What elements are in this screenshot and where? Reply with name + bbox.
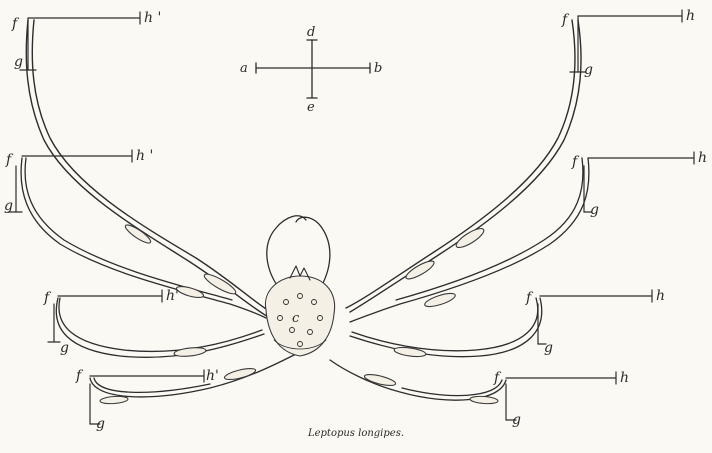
compass-label-d: d (307, 25, 315, 40)
compass-label-a: a (240, 61, 248, 76)
label-f-right-2: f (571, 154, 580, 170)
label-g-left-2: g (4, 198, 13, 214)
bracket-right-2: f g h (571, 150, 707, 218)
label-f-left-1: f (11, 16, 20, 32)
label-g-left-1: g (14, 54, 23, 70)
label-h-left-1: h ' (144, 10, 161, 26)
compass-label-e: e (307, 100, 315, 115)
figure-caption: Leptopus longipes. (0, 428, 712, 439)
bracket-left-1: f g h ' (11, 10, 161, 70)
label-f-right-3: f (525, 290, 534, 306)
label-f-left-4: f (75, 368, 84, 384)
bracket-left-4: f g h' (75, 368, 219, 432)
label-h-right-4: h (620, 370, 629, 386)
label-h-left-4: h' (206, 368, 219, 384)
label-g-right-3: g (544, 340, 553, 356)
label-g-left-3: g (60, 340, 69, 356)
bracket-right-3: f g h (525, 288, 665, 356)
bracket-right-4: f g h (493, 370, 629, 428)
label-h-left-2: h ' (136, 148, 153, 164)
label-g-right-4: g (512, 412, 521, 428)
label-f-right-1: f (561, 12, 570, 28)
orientation-cross: a b d e (240, 25, 382, 115)
bracket-left-3: f g h' (43, 288, 179, 356)
body-label-c: c (292, 311, 300, 326)
label-f-left-3: f (43, 290, 52, 306)
compass-label-b: b (374, 61, 382, 76)
label-g-right-2: g (590, 202, 599, 218)
label-h-right-3: h (656, 288, 665, 304)
label-h-right-1: h (686, 8, 695, 24)
label-h-right-2: h (698, 150, 707, 166)
label-g-right-1: g (584, 62, 593, 78)
label-f-left-2: f (5, 152, 14, 168)
measurement-brackets: f g h ' f g h ' f g h' f g (4, 8, 707, 432)
label-h-left-3: h' (166, 288, 179, 304)
